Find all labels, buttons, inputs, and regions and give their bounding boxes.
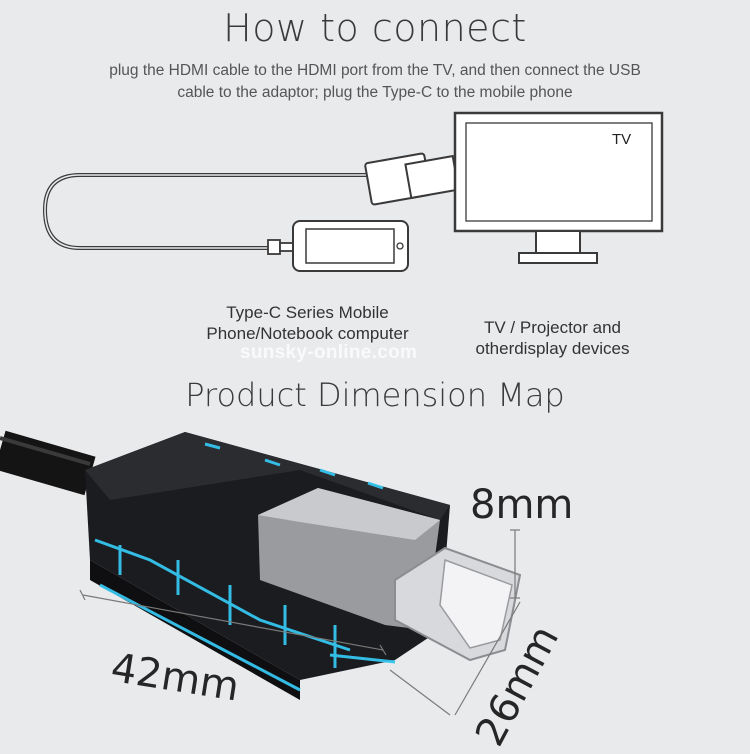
hdmi-adapter-icon	[364, 152, 460, 206]
dimension-map-title: Product Dimension Map	[185, 376, 565, 414]
instructions-text: plug the HDMI cable to the HDMI port fro…	[109, 62, 641, 101]
usb-plug-icon	[267, 239, 295, 255]
watermark: sunsky-online.com	[240, 342, 418, 363]
display-device-label: TV / Projector and otherdisplay devices	[475, 318, 630, 358]
source-device-label: Type-C Series Mobile Phone/Notebook comp…	[206, 303, 409, 343]
height-dimension-label: 8mm	[470, 482, 574, 528]
tv-icon	[453, 111, 664, 264]
product-illustration	[0, 430, 522, 716]
tv-label: TV	[612, 131, 632, 148]
how-to-connect-title: How to connect	[223, 6, 527, 50]
phone-icon	[292, 220, 409, 272]
